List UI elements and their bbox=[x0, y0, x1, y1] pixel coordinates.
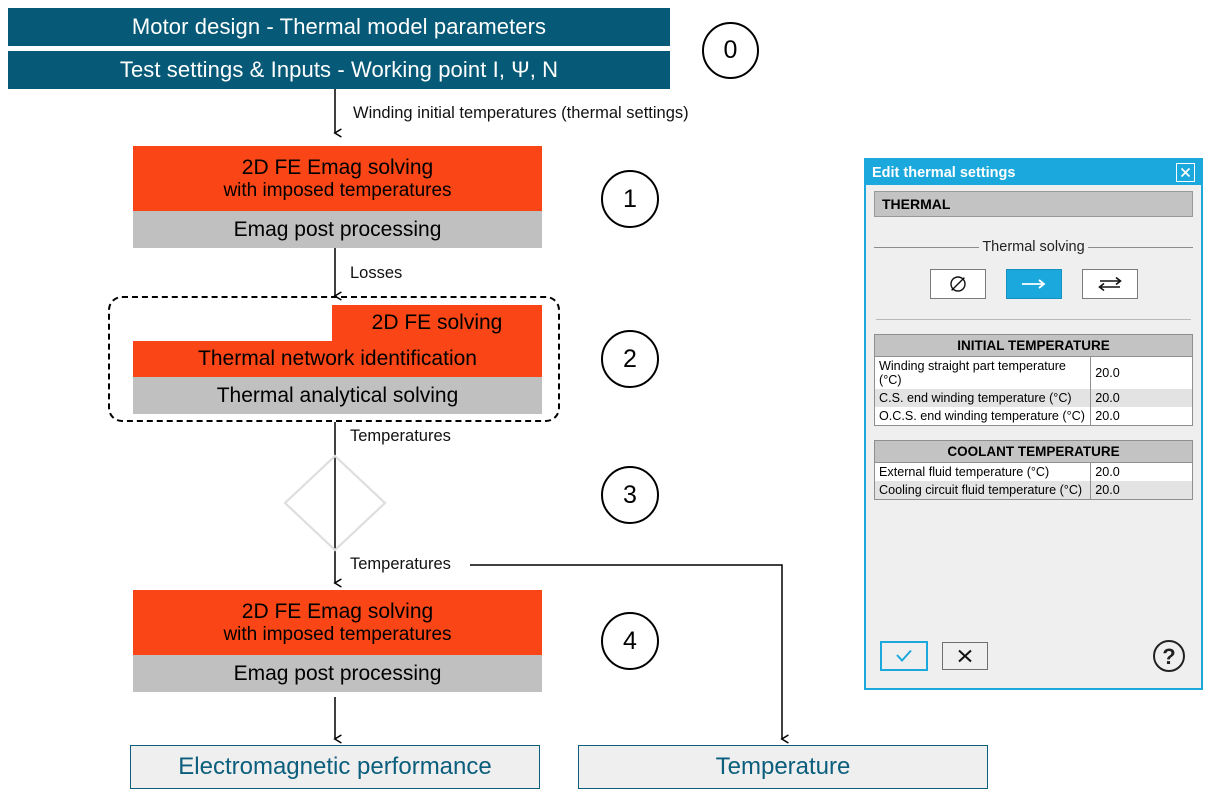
step2-band-analytical-label: Thermal analytical solving bbox=[216, 383, 459, 407]
initial-temperature-table: INITIAL TEMPERATURE Winding straight par… bbox=[874, 334, 1193, 426]
step2-band-fe-label: 2D FE solving bbox=[371, 311, 503, 334]
row-key: Cooling circuit fluid temperature (°C) bbox=[874, 481, 1092, 500]
step4-band-post-label: Emag post processing bbox=[233, 661, 442, 685]
row-value[interactable]: 20.0 bbox=[1090, 462, 1193, 481]
step2-dashed-group bbox=[108, 296, 560, 422]
close-icon[interactable] bbox=[1176, 163, 1195, 182]
step4-band-line2: with imposed temperatures bbox=[223, 623, 452, 645]
fieldset-rule-left bbox=[874, 246, 980, 248]
header-bar-motor-design-label: Motor design - Thermal model parameters bbox=[131, 14, 547, 39]
step-marker-0: 0 bbox=[702, 22, 759, 79]
header-bar-motor-design: Motor design - Thermal model parameters bbox=[8, 8, 670, 46]
row-value[interactable]: 20.0 bbox=[1090, 356, 1193, 389]
row-key: O.C.S. end winding temperature (°C) bbox=[874, 407, 1092, 426]
initial-temperature-caption: INITIAL TEMPERATURE bbox=[874, 334, 1193, 357]
toggle-iterative-solving[interactable] bbox=[1081, 269, 1138, 299]
row-key: C.S. end winding temperature (°C) bbox=[874, 389, 1092, 407]
table-row[interactable]: Cooling circuit fluid temperature (°C) 2… bbox=[874, 481, 1193, 500]
step-marker-4-label: 4 bbox=[623, 626, 637, 655]
thermal-solving-legend: Thermal solving bbox=[982, 239, 1085, 255]
step4-band-emag-post-processing: Emag post processing bbox=[133, 655, 542, 692]
output-box-electromagnetic-performance: Electromagnetic performance bbox=[130, 745, 540, 789]
section-header-thermal: THERMAL bbox=[874, 191, 1193, 217]
dialog-footer: ? bbox=[866, 638, 1201, 688]
help-button[interactable]: ? bbox=[1151, 638, 1187, 674]
fieldset-rule-right bbox=[1087, 246, 1193, 248]
output-box-temperature: Temperature bbox=[578, 745, 988, 789]
connector-label-winding-init-text: Winding initial temperatures (thermal se… bbox=[353, 104, 689, 122]
connector-label-losses: Losses bbox=[350, 264, 402, 283]
step2-band-thermal-network-identification: Thermal network identification bbox=[133, 341, 542, 377]
toggle-no-solving[interactable] bbox=[929, 269, 986, 299]
connector-label-temperatures-2-text: Temperatures bbox=[350, 555, 451, 573]
row-value[interactable]: 20.0 bbox=[1090, 389, 1193, 407]
edit-thermal-settings-dialog: Edit thermal settings THERMAL Thermal so… bbox=[864, 158, 1203, 690]
table-row[interactable]: C.S. end winding temperature (°C) 20.0 bbox=[874, 389, 1193, 407]
table-row[interactable]: O.C.S. end winding temperature (°C) 20.0 bbox=[874, 407, 1193, 426]
toggle-one-way-solving[interactable] bbox=[1005, 269, 1062, 299]
step1-band-line1: 2D FE Emag solving bbox=[241, 156, 434, 180]
step-marker-2-label: 2 bbox=[623, 344, 637, 373]
dialog-title-label: Edit thermal settings bbox=[872, 164, 1016, 181]
cancel-button[interactable] bbox=[942, 642, 988, 670]
step4-band-fe-emag-solving: 2D FE Emag solving with imposed temperat… bbox=[133, 590, 542, 655]
step1-band-line2: with imposed temperatures bbox=[223, 179, 452, 201]
step-marker-4: 4 bbox=[601, 612, 659, 670]
thermal-solving-fieldset: Thermal solving bbox=[874, 239, 1193, 255]
coolant-temperature-table: COOLANT TEMPERATURE External fluid tempe… bbox=[874, 440, 1193, 500]
connector-label-losses-text: Losses bbox=[350, 264, 403, 282]
ok-button[interactable] bbox=[880, 641, 928, 671]
row-value[interactable]: 20.0 bbox=[1090, 481, 1193, 500]
connector-label-temperatures-1: Temperatures bbox=[350, 427, 451, 446]
header-bar-test-settings-label: Test settings & Inputs - Working point I… bbox=[119, 57, 559, 82]
dialog-separator bbox=[876, 319, 1191, 320]
step2-band-2d-fe-solving: 2D FE solving bbox=[332, 305, 542, 341]
step-marker-1: 1 bbox=[601, 170, 659, 228]
row-key: External fluid temperature (°C) bbox=[874, 462, 1092, 481]
step-marker-0-label: 0 bbox=[723, 36, 738, 64]
step-marker-2: 2 bbox=[601, 330, 659, 388]
dialog-body: THERMAL Thermal solving bbox=[866, 185, 1201, 638]
svg-text:?: ? bbox=[1162, 644, 1175, 669]
section-header-thermal-label: THERMAL bbox=[882, 196, 951, 212]
header-bar-test-settings: Test settings & Inputs - Working point I… bbox=[8, 51, 670, 89]
step-marker-1-label: 1 bbox=[623, 184, 637, 213]
step2-band-network-label: Thermal network identification bbox=[198, 347, 477, 370]
step-marker-3-label: 3 bbox=[623, 480, 637, 509]
output-box-em-label: Electromagnetic performance bbox=[178, 753, 492, 780]
step1-band-emag-post-processing: Emag post processing bbox=[133, 211, 542, 248]
table-row[interactable]: External fluid temperature (°C) 20.0 bbox=[874, 462, 1193, 481]
connector-label-temperatures-1-text: Temperatures bbox=[350, 427, 451, 445]
step2-band-thermal-analytical-solving: Thermal analytical solving bbox=[133, 377, 542, 414]
decision-diamond bbox=[283, 454, 387, 552]
step-marker-3: 3 bbox=[601, 466, 659, 524]
step1-band-fe-emag-solving: 2D FE Emag solving with imposed temperat… bbox=[133, 146, 542, 211]
dialog-title-bar: Edit thermal settings bbox=[866, 160, 1201, 185]
output-box-temperature-label: Temperature bbox=[715, 753, 851, 780]
connector-label-temperatures-2: Temperatures bbox=[350, 555, 455, 574]
step4-band-line1: 2D FE Emag solving bbox=[241, 600, 434, 624]
row-key: Winding straight part temperature (°C) bbox=[874, 356, 1092, 389]
coolant-temperature-caption: COOLANT TEMPERATURE bbox=[874, 440, 1193, 463]
table-row[interactable]: Winding straight part temperature (°C) 2… bbox=[874, 356, 1193, 389]
connector-label-winding-init: Winding initial temperatures (thermal se… bbox=[353, 104, 689, 123]
thermal-solving-toggle-group bbox=[874, 269, 1193, 299]
step1-band-post-label: Emag post processing bbox=[233, 217, 442, 241]
row-value[interactable]: 20.0 bbox=[1090, 407, 1193, 426]
